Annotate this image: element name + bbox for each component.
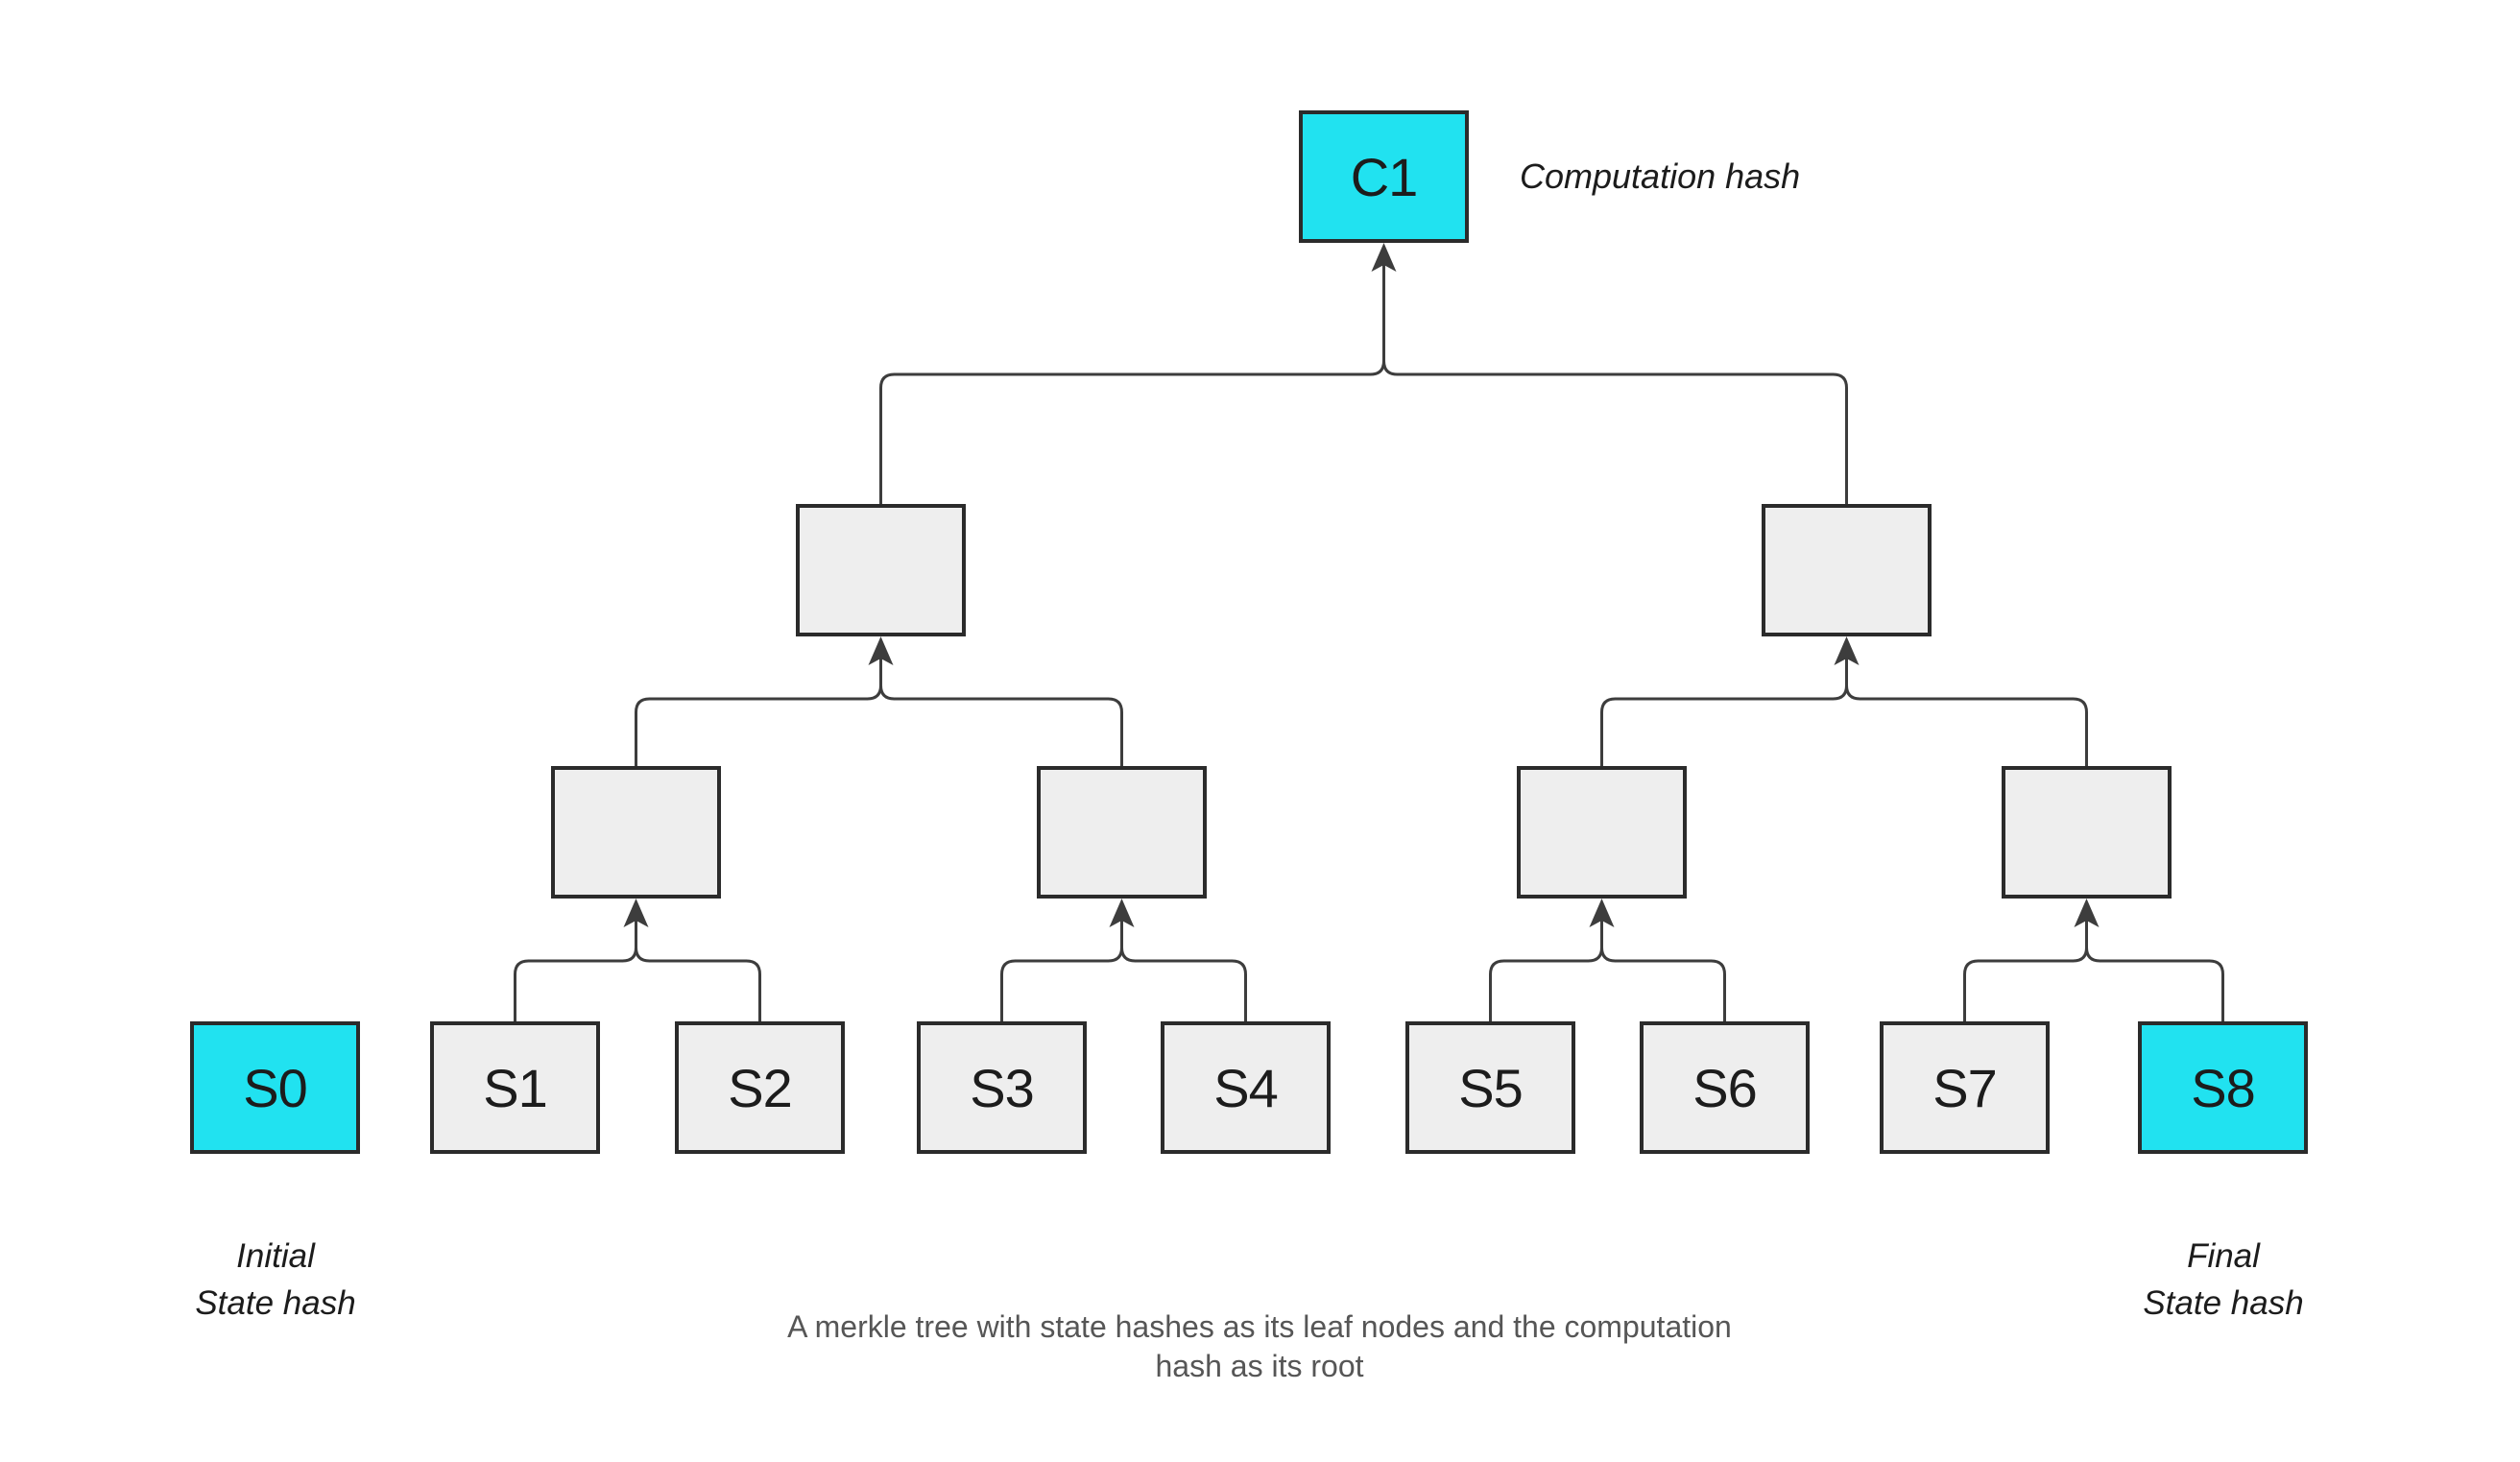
initial-label-line1: Initial <box>236 1237 315 1275</box>
final-state-hash-label: Final State hash <box>1983 1233 2463 1327</box>
node-label: S2 <box>728 1057 792 1118</box>
caption-line2: hash as its root <box>1155 1349 1364 1383</box>
arrowhead <box>1109 899 1135 927</box>
node-s3: S3 <box>917 1021 1087 1154</box>
final-label-line2: State hash <box>2143 1284 2304 1322</box>
connector-l3-left <box>635 636 1123 766</box>
node-s7: S7 <box>1880 1021 2050 1154</box>
arrowhead <box>868 636 894 665</box>
caption-line1: A merkle tree with state hashes as its l… <box>787 1309 1732 1344</box>
connector-s7-s8 <box>1963 899 2224 1021</box>
connector-l3-right <box>1600 636 2088 766</box>
initial-state-hash-label: Initial State hash <box>36 1233 516 1327</box>
node-s6: S6 <box>1640 1021 1810 1154</box>
arrowhead <box>1589 899 1615 927</box>
node-label: S3 <box>970 1057 1034 1118</box>
node-internal-level2-left <box>796 504 966 636</box>
node-internal-level3-3 <box>1517 766 1687 899</box>
node-internal-level3-1 <box>551 766 721 899</box>
diagram-caption: A merkle tree with state hashes as its l… <box>588 1307 1932 1386</box>
node-label: C1 <box>1350 146 1419 207</box>
node-s4: S4 <box>1161 1021 1331 1154</box>
arrowhead <box>1834 636 1860 665</box>
arrowhead <box>1371 243 1397 272</box>
connector-s1-s2 <box>514 899 761 1021</box>
node-internal-level2-right <box>1762 504 1932 636</box>
node-label: S6 <box>1692 1057 1757 1118</box>
node-label: S4 <box>1213 1057 1278 1118</box>
final-label-line1: Final <box>2187 1237 2260 1275</box>
node-s1: S1 <box>430 1021 600 1154</box>
node-label: S8 <box>2191 1057 2255 1118</box>
node-label: S0 <box>243 1057 307 1118</box>
node-s5: S5 <box>1405 1021 1575 1154</box>
initial-label-line2: State hash <box>195 1284 356 1322</box>
node-label: S7 <box>1932 1057 1997 1118</box>
node-s2: S2 <box>675 1021 845 1154</box>
node-computation-hash: C1 <box>1299 110 1469 243</box>
node-s0: S0 <box>190 1021 360 1154</box>
arrowhead <box>623 899 649 927</box>
connector-root <box>879 243 1848 504</box>
arrowhead <box>2074 899 2100 927</box>
node-label: S5 <box>1458 1057 1523 1118</box>
computation-hash-label: Computation hash <box>1520 156 1801 196</box>
node-internal-level3-4 <box>2002 766 2172 899</box>
node-internal-level3-2 <box>1037 766 1207 899</box>
node-label: S1 <box>483 1057 547 1118</box>
connector-s5-s6 <box>1489 899 1726 1021</box>
connector-s3-s4 <box>1000 899 1247 1021</box>
node-s8: S8 <box>2138 1021 2308 1154</box>
